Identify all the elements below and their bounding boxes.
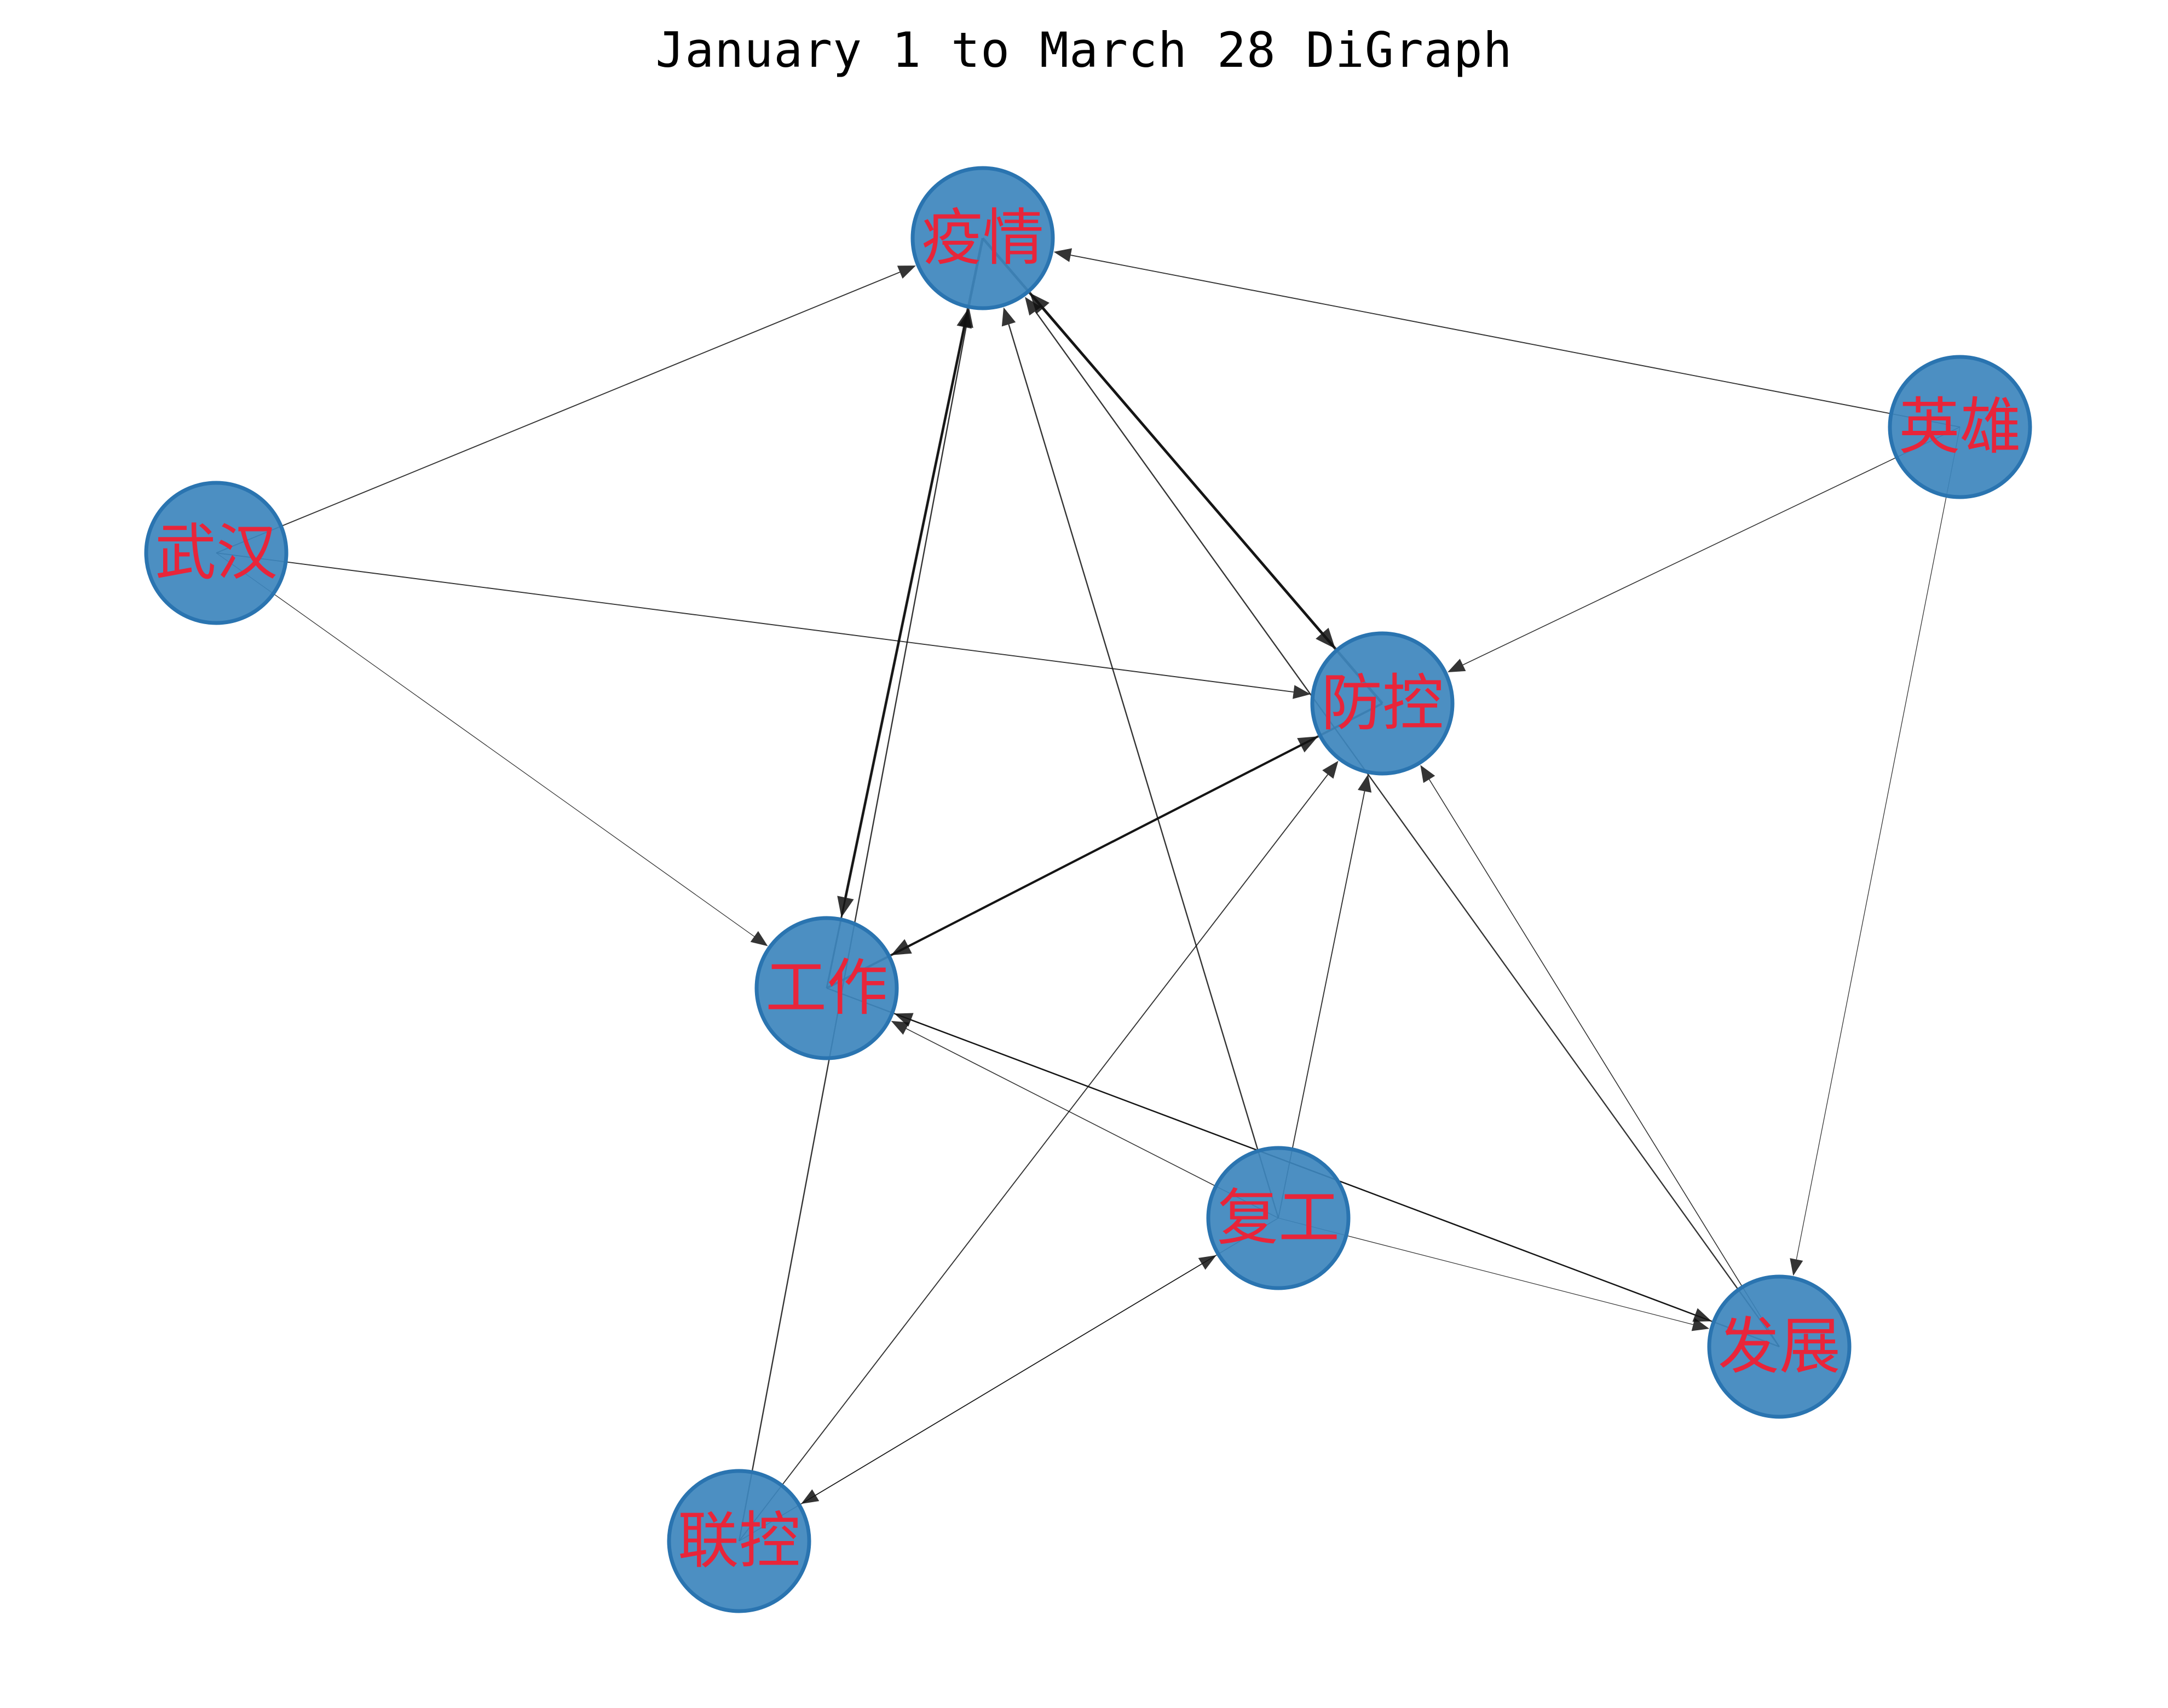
edge-liankong-to-fugong [739,1255,1216,1542]
edge-wuhan-to-yiqing [216,266,916,553]
edge-layer [216,237,1961,1542]
node-fugong: 复工 [1206,1146,1351,1290]
arrowhead-icon [1322,760,1339,779]
edge-line [216,272,901,553]
arrowhead-icon [1420,765,1435,783]
arrowhead-icon [1790,1258,1803,1276]
arrowhead-icon [1053,248,1073,262]
node-fangkong: 防控 [1310,631,1455,776]
edge-line [216,552,755,937]
node-circle [1707,1274,1852,1419]
node-label: 疫情 [921,203,1044,274]
arrowhead-icon [837,896,854,918]
node-label: 联控 [678,1505,800,1577]
node-label: 防控 [1321,668,1444,739]
arrowhead-icon [1293,685,1311,699]
edge-fugong-to-fangkong [1278,774,1372,1219]
node-label: 英雄 [1899,391,2021,463]
node-label: 发展 [1718,1311,1841,1382]
edge-line [739,774,1329,1542]
arrowhead-icon [801,1489,820,1504]
graph-title: January 1 to March 28 DiGraph [655,22,1513,78]
edge-fangkong-to-yiqing [1030,293,1383,705]
edge-yingxiong-to-fangkong [1448,426,1961,673]
edge-line [826,744,1301,989]
node-circle [667,1469,811,1613]
arrowhead-icon [1025,297,1041,316]
node-circle [754,916,899,1060]
arrowhead-icon [1358,774,1372,793]
arrowhead-icon [897,266,916,279]
edge-line [1278,791,1365,1219]
edge-line [1796,426,1961,1260]
edge-yingxiong-to-yiqing [1053,248,1961,428]
arrowhead-icon [750,931,768,947]
arrowhead-icon [1448,659,1466,673]
edge-fazhan-to-yiqing [1025,297,1780,1347]
node-circle [1888,355,2032,499]
arrowhead-icon [1198,1255,1216,1270]
node-circle [144,481,289,625]
edge-line [1042,307,1383,705]
arrowhead-icon [1297,736,1318,753]
node-yingxiong: 英雄 [1888,355,2032,499]
edge-line [1462,426,1961,666]
edge-fazhan-to-fangkong [1420,765,1780,1347]
edge-fugong-to-yiqing [1001,307,1279,1219]
node-liankong: 联控 [667,1469,811,1613]
edge-line [1428,779,1780,1347]
edge-liankong-to-fangkong [739,760,1339,1542]
node-yiqing: 疫情 [910,166,1055,310]
arrowhead-icon [894,1013,914,1027]
node-circle [1310,631,1455,776]
node-wuhan: 武汉 [144,481,289,625]
edge-yingxiong-to-fazhan [1790,426,1961,1276]
edge-line [826,327,965,989]
node-label: 武汉 [155,517,278,588]
edge-wuhan-to-fangkong [216,552,1311,699]
node-circle [910,166,1055,310]
arrowhead-icon [1030,293,1050,314]
node-label: 工作 [765,953,888,1024]
edge-gongzuo-to-fangkong [826,736,1318,989]
node-label: 复工 [1217,1182,1340,1254]
edge-line [1070,255,1961,428]
edge-line [739,1263,1202,1542]
node-circle [1206,1146,1351,1290]
arrowhead-icon [959,309,973,328]
arrowhead-icon [1692,1308,1712,1322]
arrowhead-icon [1001,307,1016,327]
arrowhead-icon [891,1020,909,1035]
edge-line [1008,324,1279,1219]
edge-line [216,552,1294,693]
node-gongzuo: 工作 [754,916,899,1060]
edge-line [1035,310,1780,1347]
edge-wuhan-to-gongzuo [216,552,768,947]
node-fazhan: 发展 [1707,1274,1852,1419]
arrowhead-icon [891,939,912,955]
